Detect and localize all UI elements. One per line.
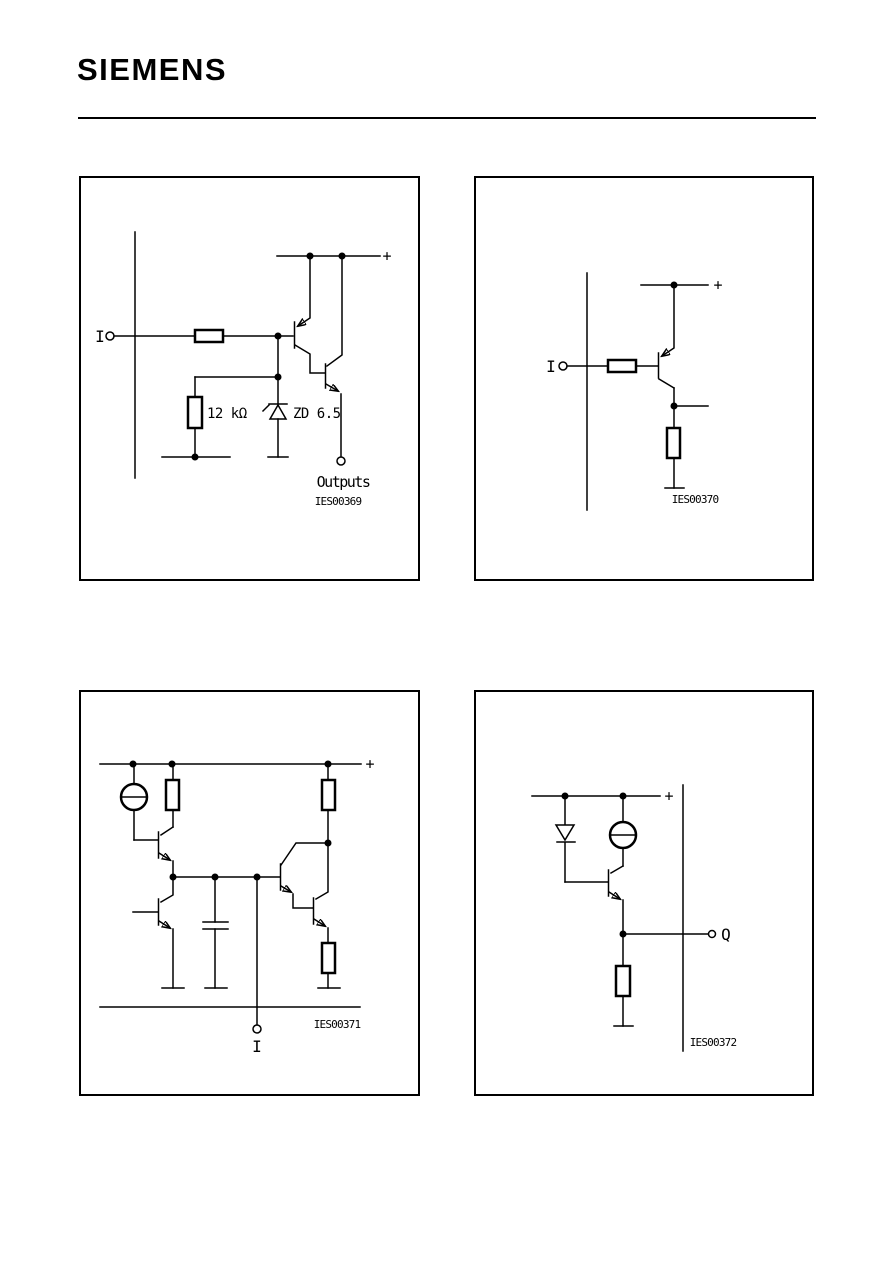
emitter-resistor [665,426,682,460]
resistor-12k-label: 12 kΩ [207,406,247,422]
transistor-pnp [657,284,676,390]
transistor-t4-npn [157,876,185,989]
outputs-label: Outputs [317,473,370,491]
base-resistor [606,358,638,374]
schematic-input-follower: + I [474,176,814,581]
output-terminal: Outputs [317,456,371,491]
input-label: I [252,1037,262,1056]
schematic-input-stage-zener: I 12 kΩ [79,176,420,581]
schematic-bias-cell: + [79,690,420,1096]
junction-dots [670,281,678,410]
input-branch: I [252,876,262,1056]
schematic-output-stage: + Q [474,690,814,1096]
supply-plus-label: + [365,755,374,773]
figure-border [474,176,814,581]
junction-dots [561,792,627,938]
input-label: I [95,327,105,346]
input-terminal: I [546,357,568,376]
emitter-resistor [613,933,634,1027]
figure-code: IES00371 [314,1018,361,1031]
figure-ies00372: + Q [474,690,814,1096]
series-resistor [193,328,225,344]
supply-rail: + [531,787,674,805]
input-terminal: I [95,327,115,346]
resistor-12k: 12 kΩ [186,395,247,430]
input-pin-circle [105,331,115,341]
transistor-t1-pnp [293,255,326,374]
input-pin-circle [252,1024,262,1034]
output-label: Q [721,925,731,944]
current-source [608,795,638,867]
figure-code: IES00372 [690,1036,737,1049]
figure-ies00371: + [79,690,420,1096]
siemens-logo: SIEMENS [77,52,228,87]
resistor-r1 [164,763,181,828]
supply-rail: + [640,276,723,294]
supply-rail: + [99,755,375,773]
diode [554,795,576,883]
output-pin-circle [336,456,346,466]
figure-code: IES00369 [315,495,362,508]
supply-plus-label: + [664,787,673,805]
transistor-npn [607,864,625,935]
figure-border [79,176,420,581]
resistor-r2 [320,763,337,844]
output-pin-circle [707,929,717,939]
junction-dots [129,760,332,881]
resistor-r3 [317,941,341,989]
supply-plus-label: + [382,247,391,265]
supply-rail: + [276,247,392,265]
wires [113,335,342,458]
junction-dots [191,252,346,461]
figure-border [474,690,814,1096]
current-source [119,763,159,841]
input-pin-circle [558,361,568,371]
capacitor [202,876,229,989]
transistor-t5-npn [279,842,329,909]
figure-border [79,690,420,1096]
transistor-t2-npn [324,255,343,391]
figure-ies00370: + I [474,176,814,581]
transistor-t3-npn [157,825,175,878]
transistor-t6-npn [312,842,329,944]
wires [566,365,709,489]
figure-ies00369: I 12 kΩ [79,176,420,581]
input-label: I [546,357,556,376]
supply-plus-label: + [713,276,722,294]
zener-diode: ZD 6.5 [261,403,341,458]
zener-label: ZD 6.5 [293,406,341,422]
figure-code: IES00370 [672,493,719,506]
wires [132,876,281,913]
header-divider [78,117,816,119]
output-branch: Q [622,925,731,944]
